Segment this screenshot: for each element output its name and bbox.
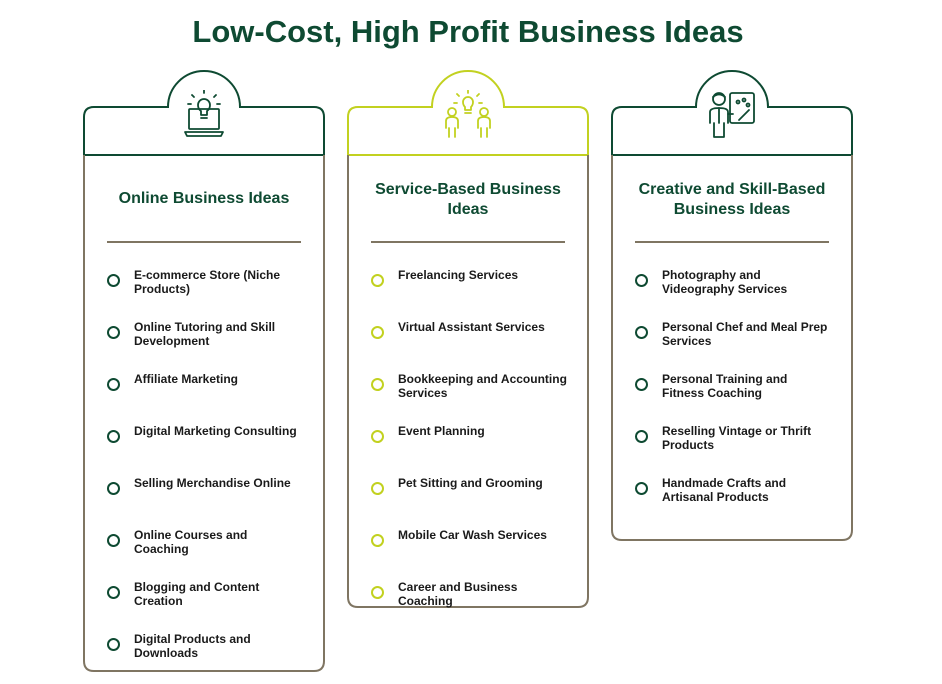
list-item: Photography and Videography Services xyxy=(611,268,853,320)
list-item: Pet Sitting and Grooming xyxy=(347,476,589,528)
list-item-label: Freelancing Services xyxy=(398,268,519,282)
list-item: Freelancing Services xyxy=(347,268,589,320)
bullet-circle-icon xyxy=(107,482,120,495)
page-title: Low-Cost, High Profit Business Ideas xyxy=(192,14,744,49)
card-title: Online Business Ideas xyxy=(118,190,290,207)
list-item-label: Online Courses and Coaching xyxy=(134,528,248,556)
list-item-label: Personal Training and Fitness Coaching xyxy=(662,372,788,400)
bullet-circle-icon xyxy=(635,274,648,287)
card-divider xyxy=(635,241,829,243)
list-item-label: Online Tutoring and Skill Development xyxy=(134,320,276,348)
list-item-label: Selling Merchandise Online xyxy=(134,476,291,490)
list-item-label: Event Planning xyxy=(398,424,485,438)
bullet-circle-icon xyxy=(107,534,120,547)
list-item-label: Affiliate Marketing xyxy=(134,372,239,386)
list-item-label: Digital Marketing Consulting xyxy=(134,424,297,438)
idea-list: E-commerce Store (Niche Products) Online … xyxy=(83,268,325,684)
bullet-circle-icon xyxy=(635,378,648,391)
list-item-label: E-commerce Store (Niche Products) xyxy=(134,268,281,296)
list-item: Online Tutoring and Skill Development xyxy=(83,320,325,372)
list-item: Blogging and Content Creation xyxy=(83,580,325,632)
bullet-circle-icon xyxy=(107,326,120,339)
card-title: Service-Based Business Ideas xyxy=(375,181,561,218)
list-item-label: Virtual Assistant Services xyxy=(398,320,545,334)
list-item: Virtual Assistant Services xyxy=(347,320,589,372)
bullet-circle-icon xyxy=(371,534,384,547)
card-divider xyxy=(371,241,565,243)
list-item: Bookkeeping and Accounting Services xyxy=(347,372,589,424)
list-item: Digital Products and Downloads xyxy=(83,632,325,684)
bullet-circle-icon xyxy=(371,378,384,391)
list-item: Personal Chef and Meal Prep Services xyxy=(611,320,853,372)
bullet-circle-icon xyxy=(371,482,384,495)
list-item-label: Bookkeeping and Accounting Services xyxy=(398,372,567,400)
bullet-circle-icon xyxy=(635,430,648,443)
bullet-circle-icon xyxy=(371,586,384,599)
list-item: Online Courses and Coaching xyxy=(83,528,325,580)
list-item: Selling Merchandise Online xyxy=(83,476,325,528)
list-item-label: Reselling Vintage or Thrift Products xyxy=(662,424,812,452)
list-item-label: Pet Sitting and Grooming xyxy=(398,476,543,490)
list-item: Career and Business Coaching xyxy=(347,580,589,632)
bullet-circle-icon xyxy=(107,638,120,651)
list-item-label: Digital Products and Downloads xyxy=(134,632,251,660)
list-item: Handmade Crafts and Artisanal Products xyxy=(611,476,853,528)
service-business-card: Service-Based Business Ideas Freelancing… xyxy=(347,0,589,684)
list-item-label: Photography and Videography Services xyxy=(662,268,788,296)
card-divider xyxy=(107,241,301,243)
bullet-circle-icon xyxy=(371,274,384,287)
laptop-lightbulb-icon xyxy=(184,90,224,137)
people-lightbulb-icon xyxy=(445,90,491,138)
list-item-label: Blogging and Content Creation xyxy=(134,580,260,608)
creative-business-card: Creative and Skill-Based Business Ideas … xyxy=(611,0,853,684)
bullet-circle-icon xyxy=(107,378,120,391)
bullet-circle-icon xyxy=(107,586,120,599)
list-item: Event Planning xyxy=(347,424,589,476)
list-item: Personal Training and Fitness Coaching xyxy=(611,372,853,424)
list-item: Mobile Car Wash Services xyxy=(347,528,589,580)
bullet-circle-icon xyxy=(635,326,648,339)
bullet-circle-icon xyxy=(635,482,648,495)
bullet-circle-icon xyxy=(107,274,120,287)
list-item: Reselling Vintage or Thrift Products xyxy=(611,424,853,476)
bullet-circle-icon xyxy=(371,430,384,443)
list-item-label: Mobile Car Wash Services xyxy=(398,528,547,542)
list-item: Affiliate Marketing xyxy=(83,372,325,424)
list-item-label: Career and Business Coaching xyxy=(398,580,518,608)
bullet-circle-icon xyxy=(107,430,120,443)
card-title: Creative and Skill-Based Business Ideas xyxy=(638,181,826,218)
online-business-card: Online Business Ideas E-commerce Store (… xyxy=(83,0,325,684)
list-item: E-commerce Store (Niche Products) xyxy=(83,268,325,320)
list-item-label: Personal Chef and Meal Prep Services xyxy=(662,320,828,348)
artist-palette-icon xyxy=(709,92,755,138)
bullet-circle-icon xyxy=(371,326,384,339)
list-item-label: Handmade Crafts and Artisanal Products xyxy=(662,476,787,504)
list-item: Digital Marketing Consulting xyxy=(83,424,325,476)
